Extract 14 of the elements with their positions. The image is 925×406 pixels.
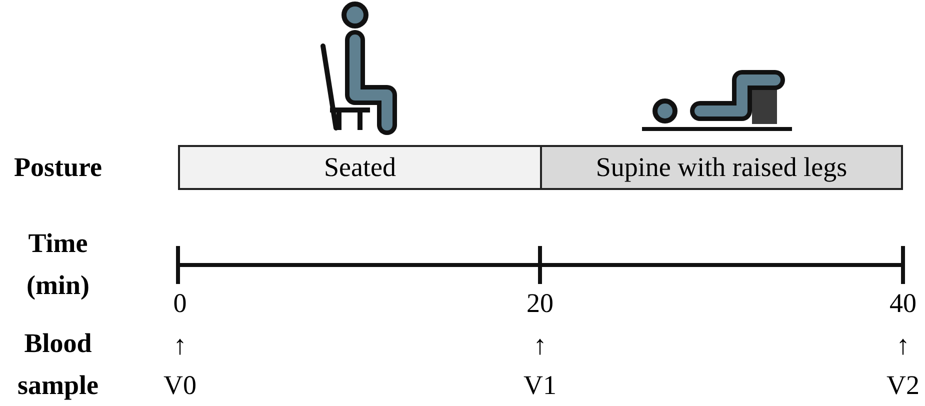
sample-arrow: ↑	[533, 330, 547, 360]
supine-phase-bar: Supine with raised legs	[540, 145, 903, 190]
sample-arrow: ↑	[896, 330, 910, 360]
sample-label: V1	[524, 370, 556, 400]
row-label: Time (min)	[26, 227, 90, 302]
seated-phase-bar: Seated	[178, 145, 542, 190]
tick-label: 20	[526, 288, 554, 318]
tick-label: 40	[890, 288, 916, 318]
row-label: Posture	[13, 151, 103, 184]
sample-label: V0	[164, 370, 196, 400]
tick-label: 0	[173, 288, 187, 318]
sample-label: V2	[886, 370, 920, 400]
row-label: Blood sample	[16, 327, 100, 402]
sample-arrow: ↑	[173, 330, 187, 360]
